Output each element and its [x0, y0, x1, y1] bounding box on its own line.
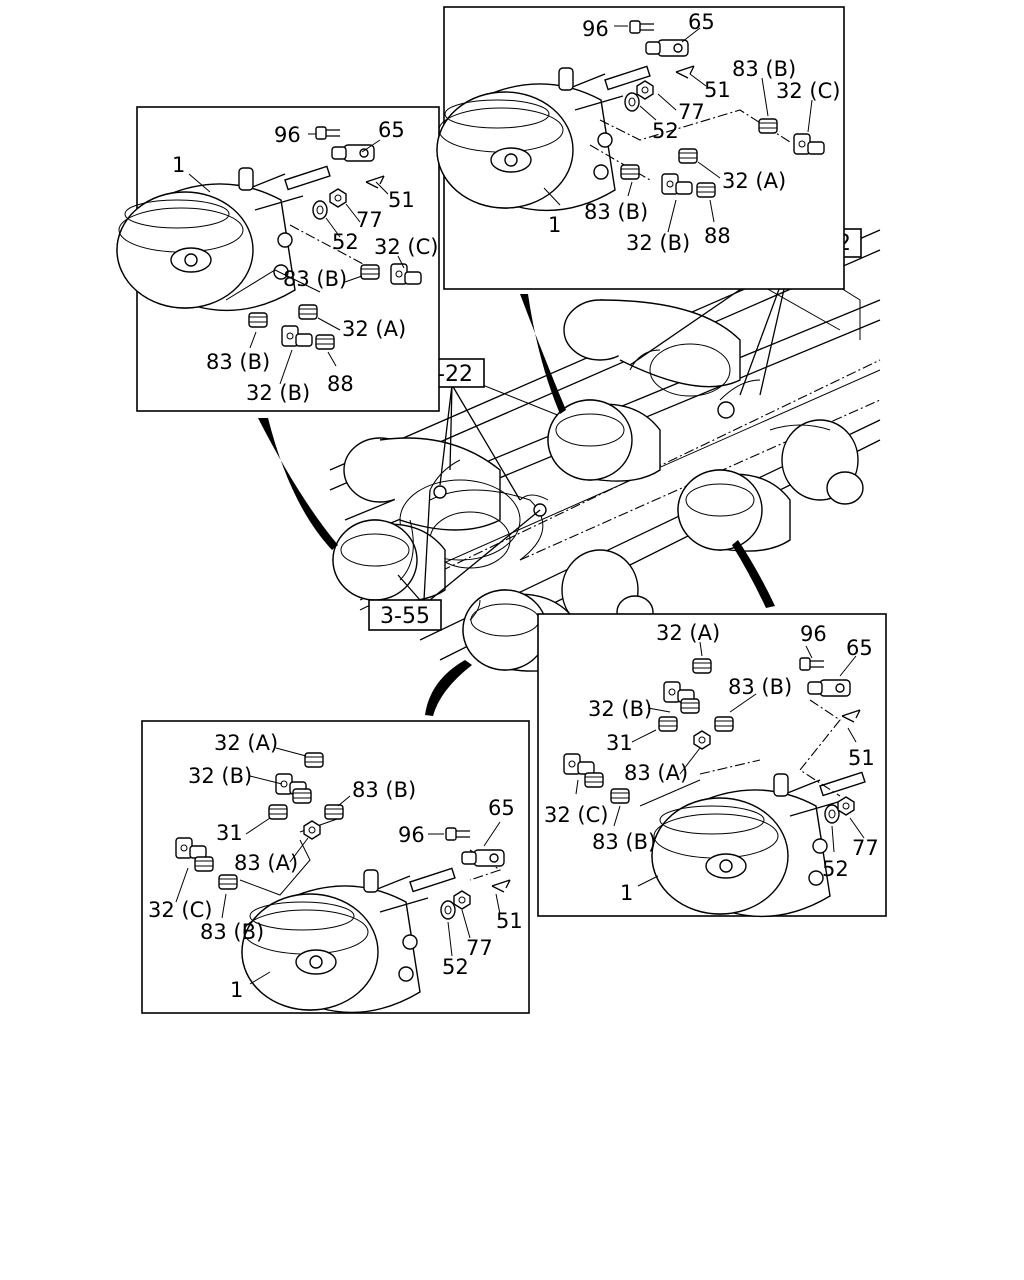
part-label-65: 65 [688, 10, 715, 34]
part-label-32b: 32 (B) [626, 231, 690, 255]
panel-bottom-right: 32 (A) 96 65 83 (B) 32 (B) 31 51 83 (A) … [537, 613, 887, 918]
part-label-1: 1 [620, 881, 633, 905]
part-label-32b: 32 (B) [246, 381, 310, 405]
part-label-51: 51 [496, 909, 523, 933]
part-label-32a: 32 (A) [214, 731, 278, 755]
part-label-88: 88 [327, 372, 354, 396]
panel-top-right: 96 65 83 (B) 32 (C) 51 77 52 32 (A) 1 83… [436, 6, 845, 290]
part-label-83b: 83 (B) [352, 778, 416, 802]
part-label-32a: 32 (A) [722, 169, 786, 193]
panel-bottom-left: 32 (A) 32 (B) 83 (B) 65 31 96 83 (A) 32 … [141, 720, 530, 1014]
part-label-83b: 83 (B) [592, 830, 656, 854]
part-label-52: 52 [332, 230, 359, 254]
part-label-65: 65 [488, 796, 515, 820]
panel-connectors [258, 294, 775, 716]
part-label-52: 52 [652, 119, 679, 143]
part-label-83b: 83 (B) [200, 920, 264, 944]
part-label-51: 51 [848, 746, 875, 770]
part-label-77: 77 [852, 836, 879, 860]
part-label-51: 51 [704, 78, 731, 102]
part-label-32c: 32 (C) [776, 79, 840, 103]
reference-box-3-55[interactable]: 3-55 [368, 599, 442, 631]
part-label-83b: 83 (B) [584, 200, 648, 224]
part-label-31: 31 [606, 731, 633, 755]
part-label-77: 77 [466, 936, 493, 960]
part-label-65: 65 [378, 118, 405, 142]
part-label-32a: 32 (A) [342, 317, 406, 341]
part-label-96: 96 [800, 622, 827, 646]
part-label-88: 88 [704, 224, 731, 248]
chassis-illustration [329, 229, 881, 672]
part-label-83a: 83 (A) [624, 761, 688, 785]
part-label-83b: 83 (B) [283, 267, 347, 291]
part-label-1: 1 [230, 978, 243, 1002]
part-label-32b: 32 (B) [188, 764, 252, 788]
reference-label: 3-55 [380, 604, 430, 629]
part-label-51: 51 [388, 188, 415, 212]
part-label-77: 77 [678, 100, 705, 124]
part-label-83a: 83 (A) [234, 851, 298, 875]
part-label-32c: 32 (C) [374, 235, 438, 259]
part-label-96: 96 [274, 123, 301, 147]
part-label-31: 31 [216, 821, 243, 845]
part-label-1: 1 [548, 213, 561, 237]
part-label-65: 65 [846, 636, 873, 660]
part-label-32b: 32 (B) [588, 697, 652, 721]
part-label-32c: 32 (C) [148, 898, 212, 922]
part-label-52: 52 [442, 955, 469, 979]
part-label-96: 96 [398, 823, 425, 847]
part-label-1: 1 [172, 153, 185, 177]
part-label-77: 77 [356, 208, 383, 232]
part-label-32c: 32 (C) [544, 803, 608, 827]
part-label-52: 52 [822, 857, 849, 881]
part-label-32a: 32 (A) [656, 621, 720, 645]
panel-top-left: 1 96 65 51 77 52 32 (C) 83 (B) 32 (A) 83… [116, 106, 440, 412]
part-label-96: 96 [582, 17, 609, 41]
part-label-83b: 83 (B) [206, 350, 270, 374]
part-label-83b: 83 (B) [732, 57, 796, 81]
part-label-83b: 83 (B) [728, 675, 792, 699]
